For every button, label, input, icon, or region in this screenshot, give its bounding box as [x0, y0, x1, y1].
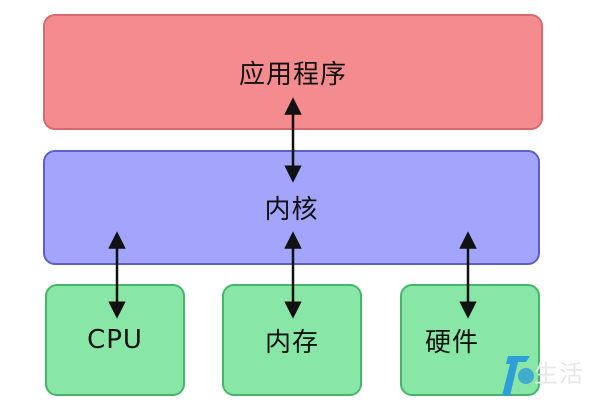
kernel-box: 内核 [43, 150, 540, 265]
watermark-text: 生活 [534, 360, 584, 388]
watermark-icon [502, 356, 534, 396]
memory-box: 内存 [222, 284, 362, 396]
kernel-label: 内核 [264, 195, 319, 225]
watermark-logo: 生活 [500, 350, 600, 402]
cpu-label: CPU [87, 325, 143, 355]
application-box: 应用程序 [43, 14, 543, 130]
application-label: 应用程序 [238, 59, 347, 90]
cpu-box: CPU [45, 284, 185, 396]
memory-label: 内存 [264, 327, 319, 358]
hardware-label: 硬件 [424, 327, 479, 358]
